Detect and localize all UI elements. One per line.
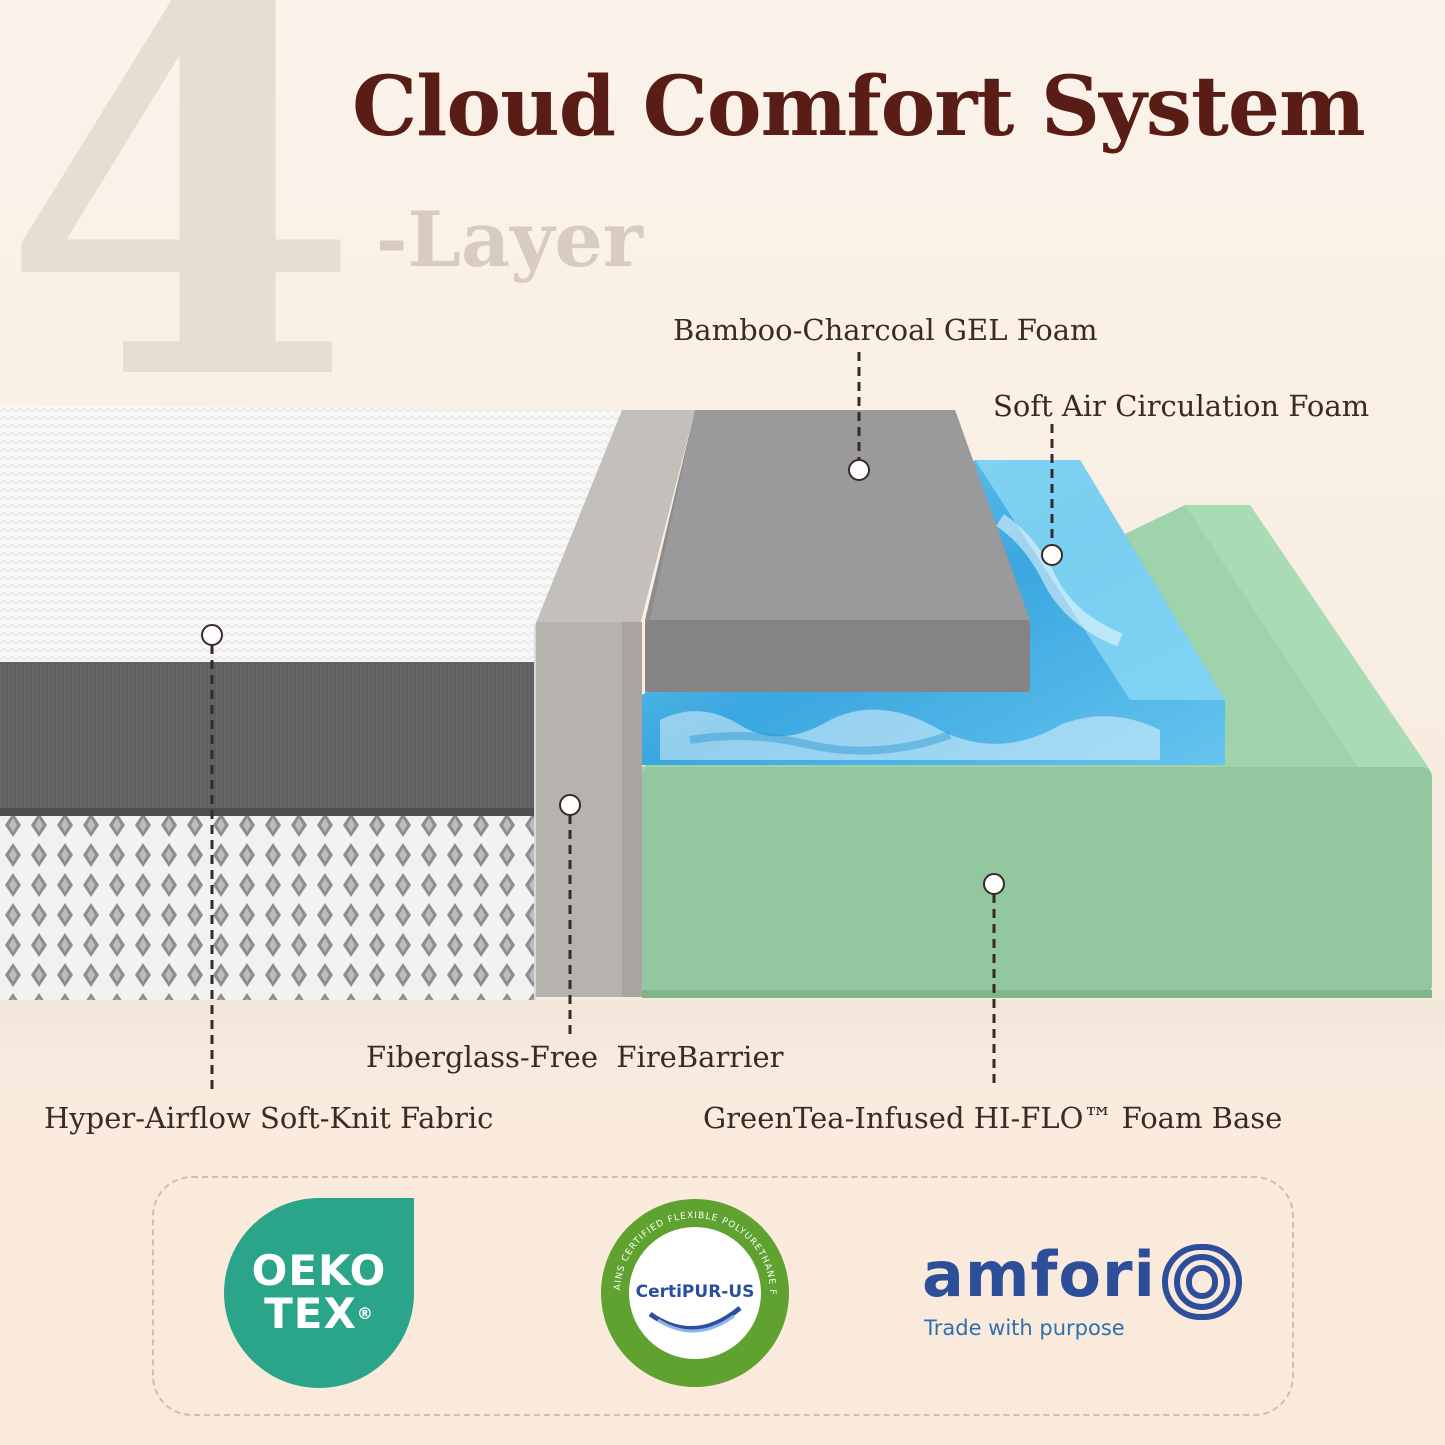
label-hyper-airflow-fabric: Hyper-Airflow Soft-Knit Fabric xyxy=(44,1101,494,1135)
callout-base xyxy=(983,873,1005,1085)
label-greentea-foam-base: GreenTea-Infused HI-FLO™ Foam Base xyxy=(703,1101,1283,1135)
amfori-wordmark: amfori xyxy=(922,1238,1156,1311)
layer-suffix: -Layer xyxy=(376,195,643,284)
callout-bamboo xyxy=(848,352,870,481)
page-title: Cloud Comfort System xyxy=(352,59,1366,155)
certification-panel xyxy=(152,1176,1294,1416)
fire-barrier-layer xyxy=(535,410,695,997)
label-soft-air-circulation-foam: Soft Air Circulation Foam xyxy=(993,389,1370,423)
tex-text: TEX® xyxy=(264,1289,374,1338)
big-layer-number: 4 xyxy=(0,0,362,495)
floor-reflection xyxy=(0,1000,1445,1120)
oeko-tex-logo: OEKO TEX® xyxy=(224,1198,414,1388)
certipur-name: CertiPUR-US xyxy=(636,1282,755,1302)
amfori-swirl-icon xyxy=(1162,1244,1242,1320)
bamboo-charcoal-foam xyxy=(645,410,1030,692)
certipur-us-seal: CONTAINS CERTIFIED FLEXIBLE POLYURETHANE… xyxy=(598,1196,789,1387)
knit-fabric-cover xyxy=(0,405,622,1000)
oeko-text: OEKO xyxy=(251,1246,387,1295)
amfori-tagline: Trade with purpose xyxy=(924,1316,1125,1340)
label-bamboo-charcoal-gel-foam: Bamboo-Charcoal GEL Foam xyxy=(673,313,1098,347)
label-fiberglass-free-firebarrier: Fiberglass-Free FireBarrier xyxy=(366,1040,784,1074)
callout-fire xyxy=(559,794,581,1035)
callout-air xyxy=(1041,424,1063,566)
callout-fabric xyxy=(201,624,223,1092)
